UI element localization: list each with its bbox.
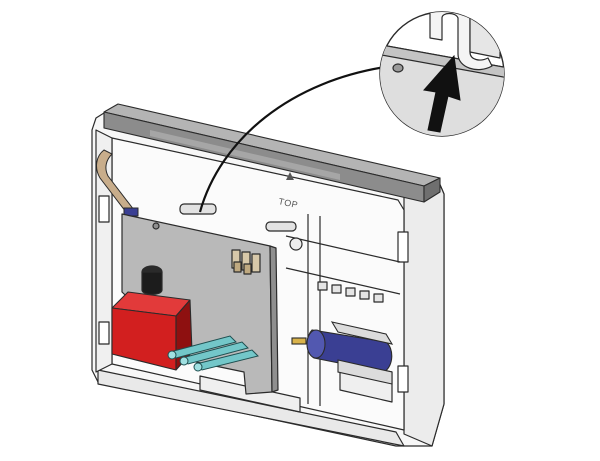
left-clip-bottom — [98, 321, 110, 345]
battery-holder — [330, 321, 394, 345]
up-arrow-icon — [423, 54, 461, 133]
top-marking-label: TOP — [278, 196, 299, 210]
board-capacitor — [141, 271, 163, 296]
magnifier-callout-icon — [379, 11, 505, 137]
battery-contact — [291, 337, 307, 345]
callout-leader-line — [198, 64, 393, 213]
top-rail-end — [423, 177, 441, 203]
relay-block — [111, 291, 193, 371]
housing-left-wall — [95, 129, 113, 373]
terminal-pins — [167, 335, 259, 372]
right-clip-top — [397, 231, 409, 263]
battery-end-cap — [306, 329, 326, 359]
right-clip-bottom — [397, 365, 409, 393]
housing-right-side — [403, 179, 445, 447]
detail-clip-hook — [429, 12, 493, 71]
top-rail — [103, 103, 441, 203]
left-clip-top — [98, 195, 110, 223]
battery — [291, 321, 394, 385]
pin-header — [231, 249, 261, 275]
